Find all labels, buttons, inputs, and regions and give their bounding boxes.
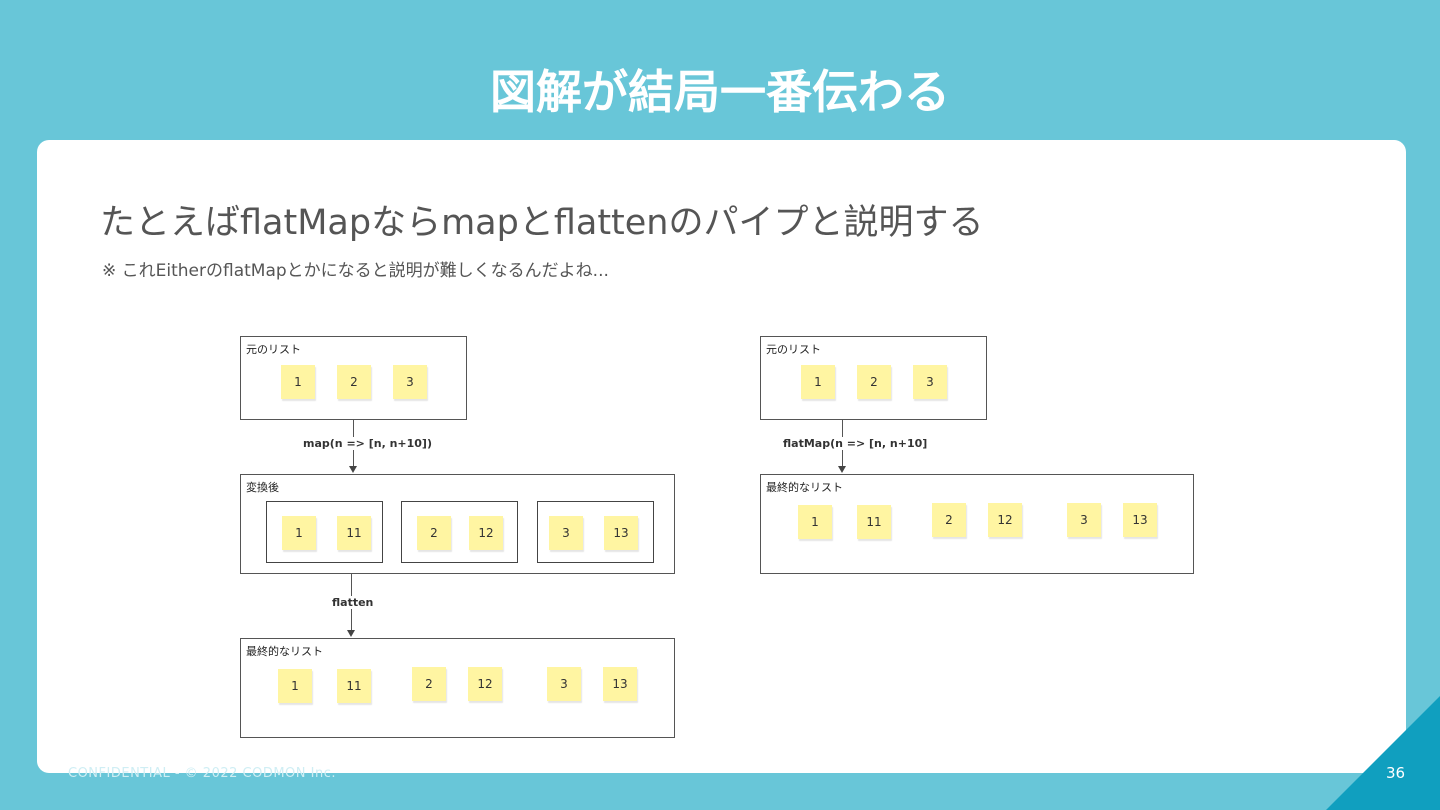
left-source-item: 1 xyxy=(281,365,315,399)
page-number: 36 xyxy=(1386,764,1406,782)
left-result-box: 最終的なリスト 1 11 2 12 3 13 xyxy=(240,638,675,738)
right-flatmap-arrowhead xyxy=(838,466,846,473)
left-result-item: 13 xyxy=(603,667,637,701)
left-transformed-group: 2 12 xyxy=(401,501,518,563)
left-result-item: 12 xyxy=(468,667,502,701)
left-flatten-arrowhead xyxy=(347,630,355,637)
left-transformed-item: 1 xyxy=(282,516,316,550)
slide-heading: たとえばflatMapならmapとflattenのパイプと説明する xyxy=(100,203,984,243)
left-result-item: 2 xyxy=(412,667,446,701)
right-source-list-box: 元のリスト 1 2 3 xyxy=(760,336,987,420)
right-result-item: 2 xyxy=(932,503,966,537)
right-result-item: 3 xyxy=(1067,503,1101,537)
left-source-item: 2 xyxy=(337,365,371,399)
left-map-label: map(n => [n, n+10]) xyxy=(301,437,434,450)
left-transformed-item: 11 xyxy=(337,516,371,550)
left-map-arrowhead xyxy=(349,466,357,473)
left-transformed-group: 1 11 xyxy=(266,501,383,563)
left-source-list-label: 元のリスト xyxy=(246,343,301,356)
left-transformed-group: 3 13 xyxy=(537,501,654,563)
slide-note: ※ これEitherのflatMapとかになると説明が難しくなるんだよね... xyxy=(102,261,609,281)
left-transformed-item: 3 xyxy=(549,516,583,550)
right-result-item: 1 xyxy=(798,505,832,539)
right-result-item: 11 xyxy=(857,505,891,539)
right-source-item: 2 xyxy=(857,365,891,399)
left-source-list-box: 元のリスト 1 2 3 xyxy=(240,336,467,420)
left-result-item: 11 xyxy=(337,669,371,703)
confidential-footer: CONFIDENTIAL - © 2022 CODMON Inc. xyxy=(68,766,336,781)
right-source-item: 3 xyxy=(913,365,947,399)
right-result-item: 13 xyxy=(1123,503,1157,537)
right-result-label: 最終的なリスト xyxy=(766,481,843,494)
slide-title: 図解が結局一番伝わる xyxy=(490,65,950,119)
left-result-item: 3 xyxy=(547,667,581,701)
right-source-item: 1 xyxy=(801,365,835,399)
left-source-item: 3 xyxy=(393,365,427,399)
corner-accent xyxy=(1326,696,1440,810)
left-result-label: 最終的なリスト xyxy=(246,645,323,658)
left-transformed-label: 変換後 xyxy=(246,481,279,494)
left-result-item: 1 xyxy=(278,669,312,703)
left-transformed-item: 13 xyxy=(604,516,638,550)
right-result-box: 最終的なリスト 1 11 2 12 3 13 xyxy=(760,474,1194,574)
left-transformed-item: 2 xyxy=(417,516,451,550)
right-result-item: 12 xyxy=(988,503,1022,537)
right-flatmap-label: flatMap(n => [n, n+10] xyxy=(781,437,930,450)
left-flatten-label: flatten xyxy=(330,596,376,609)
left-transformed-box: 変換後 1 11 2 12 3 13 xyxy=(240,474,675,574)
right-source-list-label: 元のリスト xyxy=(766,343,821,356)
left-transformed-item: 12 xyxy=(469,516,503,550)
